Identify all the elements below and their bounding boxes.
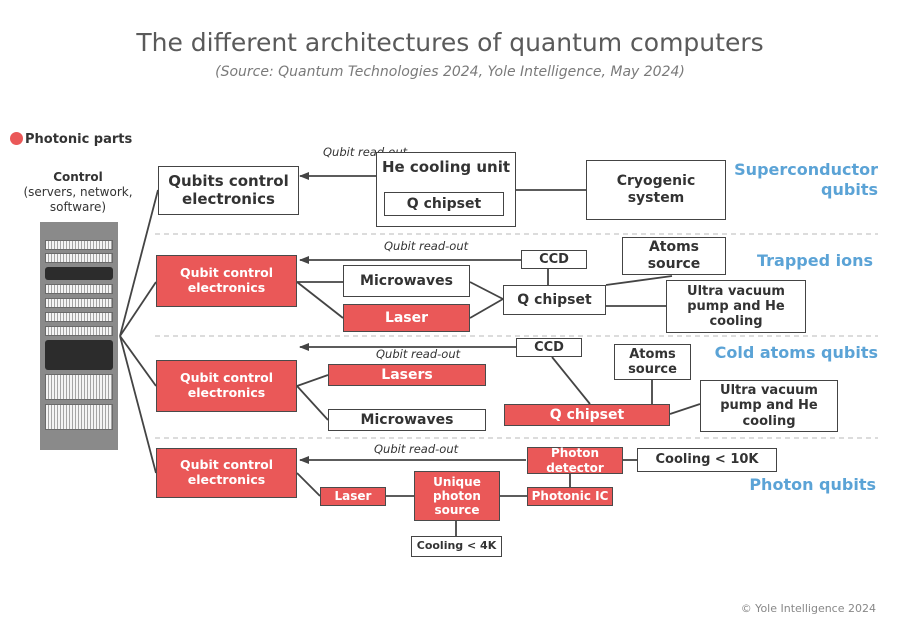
photonic-dot-icon xyxy=(10,132,23,145)
trapped-ions-laser: Laser xyxy=(343,304,470,332)
cold-atoms-vacuum-pump: Ultra vacuum pump and He cooling xyxy=(700,380,838,432)
cold-atoms-control-electronics: Qubit control electronics xyxy=(156,360,297,412)
server-unit xyxy=(45,404,113,430)
photonic-ic: Photonic IC xyxy=(527,487,613,506)
trapped-ions-q-chipset: Q chipset xyxy=(503,285,606,315)
control-detail: (servers, network, software) xyxy=(23,185,133,214)
control-title: Control xyxy=(53,170,103,184)
trapped-ions-control-electronics: Qubit control electronics xyxy=(156,255,297,307)
trapped-ions-vacuum-pump: Ultra vacuum pump and He cooling xyxy=(666,280,806,333)
server-unit xyxy=(45,312,113,322)
cold-atoms-atoms-source: Atoms source xyxy=(614,344,691,380)
superconductor-q-chipset: Q chipset xyxy=(384,192,504,216)
cryogenic-system: Cryogenic system xyxy=(586,160,726,220)
unique-photon-source: Unique photon source xyxy=(414,471,500,521)
cold-atoms-readout-label: Qubit read-out xyxy=(376,347,461,361)
server-unit xyxy=(45,340,113,370)
photon-qubits-label: Photon qubits xyxy=(749,475,876,494)
cold-atoms-ccd: CCD xyxy=(516,338,582,357)
legend-label: Photonic parts xyxy=(25,132,133,147)
trapped-ions-ccd: CCD xyxy=(521,250,587,269)
legend: Photonic parts xyxy=(10,132,132,147)
trapped-ions-microwaves: Microwaves xyxy=(343,265,470,297)
photon-readout-label: Qubit read-out xyxy=(374,442,459,456)
trapped-ions-label: Trapped ions xyxy=(756,251,873,270)
cold-atoms-microwaves: Microwaves xyxy=(328,409,486,431)
superconductor-control-electronics: Qubits control electronics xyxy=(158,166,299,215)
superconductor-qubits-label: Superconductor qubits xyxy=(734,160,878,199)
cold-atoms-qubits-label: Cold atoms qubits xyxy=(714,343,878,362)
server-unit xyxy=(45,284,113,294)
copyright: © Yole Intelligence 2024 xyxy=(740,602,876,615)
photon-laser: Laser xyxy=(320,487,386,506)
separators xyxy=(155,233,878,439)
page-title: The different architectures of quantum c… xyxy=(136,28,764,57)
server-unit xyxy=(45,253,113,263)
cold-atoms-q-chipset: Q chipset xyxy=(504,404,670,426)
cold-atoms-lasers: Lasers xyxy=(328,364,486,386)
trapped-ions-atoms-source: Atoms source xyxy=(622,237,726,275)
cooling-10k: Cooling < 10K xyxy=(637,448,777,472)
control-label: Control (servers, network, software) xyxy=(14,170,142,215)
server-unit xyxy=(45,374,113,400)
photon-control-electronics: Qubit control electronics xyxy=(156,448,297,498)
photon-detector: Photon detector xyxy=(527,446,623,475)
cooling-4k: Cooling < 4K xyxy=(411,536,502,557)
trapped-ions-readout-label: Qubit read-out xyxy=(384,239,469,253)
server-unit xyxy=(45,326,113,336)
server-unit xyxy=(45,267,113,280)
page-subtitle: (Source: Quantum Technologies 2024, Yole… xyxy=(215,64,685,80)
server-unit xyxy=(45,298,113,308)
server-rack-icon xyxy=(40,222,118,450)
server-unit xyxy=(45,240,113,250)
